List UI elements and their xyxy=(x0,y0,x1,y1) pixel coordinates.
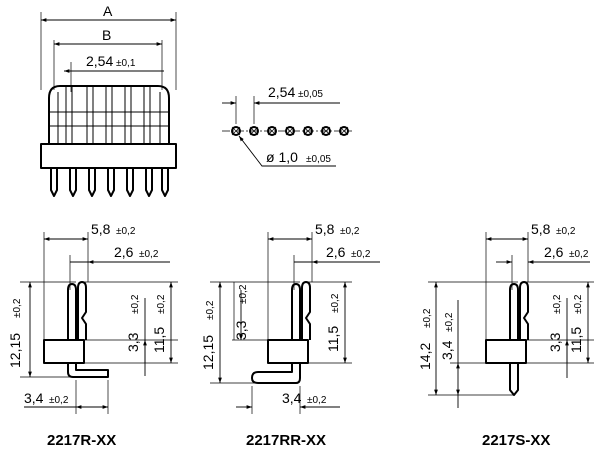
dim-body-value: 3,3 xyxy=(547,332,563,352)
dim-lower-value: 3,4 xyxy=(439,340,455,360)
dim-width-tol: ±0,2 xyxy=(116,226,136,237)
bent-leg xyxy=(251,363,301,384)
connector-body xyxy=(43,339,85,364)
holes xyxy=(231,126,349,136)
bent-leg xyxy=(67,363,109,378)
connector-body xyxy=(485,339,527,364)
variant-2217s: 5,8 ±0,2 2,6 ±0,2 14,2 ±0,2 3,4 ±0,2 3,3… xyxy=(417,221,594,449)
header-base xyxy=(40,143,177,169)
dim-foot-tol: ±0,2 xyxy=(49,395,69,406)
dim-lower-tol: ±0,2 xyxy=(444,312,455,332)
variant-title: 2217R-XX xyxy=(47,432,116,449)
dim-pin-value: 11,5 xyxy=(568,327,584,353)
dim-width-tol: ±0,2 xyxy=(340,226,360,237)
variant-2217rr: 5,8 ±0,2 2,6 ±0,2 12,15 ±0,2 3,3 ±0,2 11… xyxy=(200,221,380,449)
dim-width-value: 5,8 xyxy=(531,221,551,237)
variant-title: 2217S-XX xyxy=(482,432,550,449)
pitch-tol: ±0,1 xyxy=(116,58,136,69)
header-pins-upper xyxy=(57,86,161,144)
dim-foot-value: 3,4 xyxy=(24,390,44,406)
dim-offset-value: 2,6 xyxy=(544,244,564,260)
dim-a-label: A xyxy=(103,3,113,19)
dim-body-value: 3,3 xyxy=(233,320,249,340)
dim-foot-tol: ±0,2 xyxy=(307,395,327,406)
hole-pattern: 2,54 ±0,05 ø 1,0 ±0,05 xyxy=(222,84,352,167)
dim-body-tol: ±0,2 xyxy=(552,294,563,314)
dim-width-value: 5,8 xyxy=(91,221,111,237)
header-shroud xyxy=(48,85,170,144)
dim-width-value: 5,8 xyxy=(315,221,335,237)
dim-offset-tol: ±0,2 xyxy=(351,249,371,260)
variant-title: 2217RR-XX xyxy=(246,432,326,449)
dim-offset-tol: ±0,2 xyxy=(139,249,159,260)
dim-offset-value: 2,6 xyxy=(114,244,134,260)
straight-leg xyxy=(509,363,519,396)
dim-total-value: 14,2 xyxy=(417,343,433,370)
connector-body xyxy=(267,339,309,364)
hole-pitch-value: 2,54 xyxy=(268,84,295,100)
dim-offset-value: 2,6 xyxy=(326,244,346,260)
dim-pin-tol: ±0,2 xyxy=(330,293,341,313)
dim-body-tol: ±0,2 xyxy=(130,294,141,314)
dim-total-tol: ±0,2 xyxy=(12,298,23,318)
dim-total-value: 12,15 xyxy=(200,335,216,370)
pin-profile xyxy=(509,281,529,340)
dim-body-tol: ±0,2 xyxy=(238,284,249,304)
pin-profile xyxy=(291,281,311,340)
diameter-leader xyxy=(238,135,336,167)
dim-total-tol: ±0,2 xyxy=(205,300,216,320)
dim-b-label: B xyxy=(102,27,111,43)
dim-pin-tol: ±0,2 xyxy=(156,294,167,314)
dim-pin-value: 11,5 xyxy=(325,326,341,352)
variant-2217r: 5,8 ±0,2 2,6 ±0,2 12,15 ±0,2 3,3 ±0,2 11… xyxy=(7,221,178,449)
dim-foot-value: 3,4 xyxy=(282,390,302,406)
pin-profile xyxy=(67,281,87,340)
dim-pin-tol: ±0,2 xyxy=(573,294,584,314)
hole-diameter-tol: ±0,05 xyxy=(306,154,331,165)
dim-offset-tol: ±0,2 xyxy=(569,249,589,260)
dim-total-tol: ±0,2 xyxy=(422,308,433,328)
top-view: A B 2,54 ±0,1 xyxy=(40,3,177,197)
dim-pin-value: 11,5 xyxy=(151,327,167,353)
pitch-value: 2,54 xyxy=(86,53,113,69)
dim-width-tol: ±0,2 xyxy=(556,226,576,237)
dim-body-value: 3,3 xyxy=(125,332,141,352)
hole-diameter-value: ø 1,0 xyxy=(266,149,298,165)
header-pins-lower xyxy=(50,168,169,197)
dim-total-value: 12,15 xyxy=(7,333,23,368)
hole-pitch-tol: ±0,05 xyxy=(298,89,323,100)
